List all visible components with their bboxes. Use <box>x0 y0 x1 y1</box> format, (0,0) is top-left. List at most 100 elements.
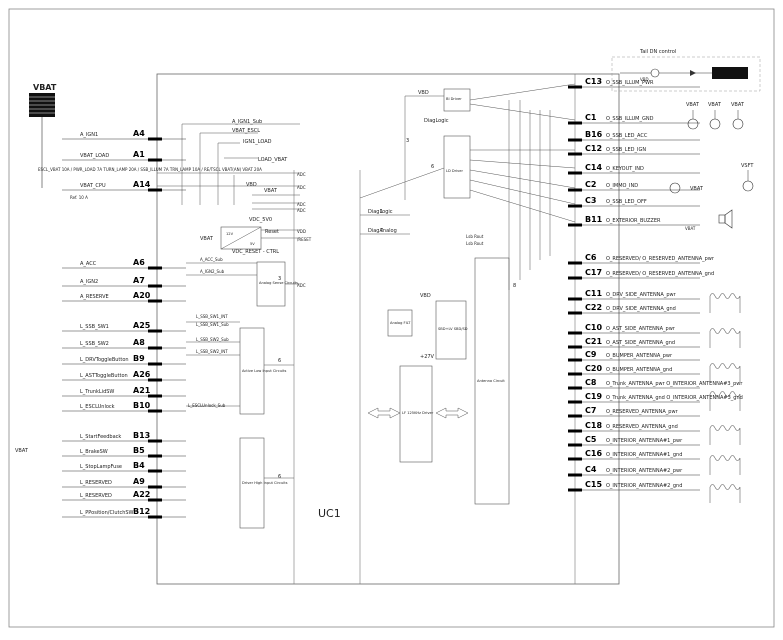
label-vbd-tail: VBD <box>640 77 649 82</box>
antenna-coils <box>709 293 741 503</box>
left-pin-signal: A_IGN1 <box>80 132 98 138</box>
sheet-border <box>8 8 775 628</box>
battery-label: VBAT <box>33 83 57 92</box>
right-pin-signal: O_SSB_ILLUM_GND <box>606 116 654 122</box>
left-pin-signal: VBAT_LOAD <box>80 153 109 159</box>
right-pin-signal: O_SSB_LED_IGN <box>606 147 646 153</box>
tail-dn-control <box>611 56 761 92</box>
label-plus27v: +27V <box>420 354 435 360</box>
module-outline <box>156 73 620 585</box>
block-ld-driver-label: LD Driver <box>446 169 463 173</box>
right-pin-signal: O_SSB_ILLUM_PWR <box>606 80 654 86</box>
label-ssb-sw1-int: L_SSB_SW1_INT <box>196 314 228 319</box>
right-pin-signal: O_BUMPER_ANTENNA_gnd <box>606 367 672 373</box>
right-pin-signal: O_INTERIOR_ANTENNA#1_pwr <box>606 438 683 444</box>
label-one: 1 <box>380 209 383 215</box>
right-pin-c17: C17 O_RESERVED/ O_RESERVED_ANTENNA_gnd <box>568 268 714 280</box>
label-vbat-left: VBAT <box>15 448 29 454</box>
left-pin-signal: A_RESERVE <box>80 294 109 300</box>
battery-symbol <box>29 93 55 188</box>
left-pin-signal: L_TrunkLidSW <box>80 389 114 395</box>
right-pin-signal: O_DRV_SIDE_ANTENNA_gnd <box>606 306 676 312</box>
left-pin-id: A4 <box>133 129 145 138</box>
label-escl-unlock-sub: L_ESCLUnlock_Sub <box>188 403 226 408</box>
internal-label-group: A_IGN1_Sub VBAT_ESCL IGN1_LOAD LOAD_VBAT… <box>15 77 754 480</box>
left-pin-id: A9 <box>133 477 145 486</box>
label-vbat-immo: VBAT <box>690 186 704 192</box>
left-pin-signal: A_ACC <box>80 261 97 267</box>
right-pin-id: C17 <box>585 268 602 277</box>
label-vbat-led1: VBAT <box>686 102 700 108</box>
left-pin-id: A25 <box>133 321 151 330</box>
left-pin-signal: L_PPosition/ClutchSW <box>80 510 134 516</box>
left-pin-signal: A_IGN2 <box>80 279 98 285</box>
block-bi-driver-label: BI Driver <box>446 97 462 101</box>
label-vbat-buzzer: VBAT <box>685 226 696 231</box>
fuse-note: ESCL_VBAT 10A / PWR_LOAD 7A TURN_LAMP 20… <box>38 167 262 172</box>
left-pin-a7: A7 A_IGN2 <box>62 276 186 288</box>
left-pin-id: A7 <box>133 276 145 285</box>
label-vbd-a: VBD <box>246 182 257 188</box>
right-pin-id: C20 <box>585 364 602 373</box>
label-six-b: 6 <box>278 474 281 480</box>
right-pin-signal: O_DRV_SIDE_ANTENNA_pwr <box>606 292 677 298</box>
label-adc2: ADC <box>297 185 306 190</box>
label-diag-logic: DiagLogic <box>368 209 393 215</box>
label-nreset: /RESET <box>297 237 312 242</box>
left-pin-a9: A9L_RESERVED <box>62 477 186 489</box>
left-pin-signal: L_RESERVED <box>80 493 112 499</box>
right-pin-id: C4 <box>585 465 597 474</box>
right-pin-id: C12 <box>585 144 602 153</box>
block-antenna-circuit <box>474 257 510 505</box>
label-adc1: ADC <box>297 172 306 177</box>
left-pin-signal: VBAT_CPU <box>80 183 106 189</box>
right-pin-id: C11 <box>585 289 602 298</box>
block-sbd-label: SBD+LV SBD/SD <box>438 327 468 331</box>
left-pin-id: A22 <box>133 490 150 499</box>
label-vbd-c: VBD <box>420 293 431 299</box>
label-vbat-led3: VBAT <box>731 102 745 108</box>
left-pin-a22: A22 L_RESERVED <box>62 490 186 502</box>
right-pin-signal: O_RESERVED/ O_RESERVED_ANTENNA_gnd <box>606 271 714 277</box>
right-pin-id: C18 <box>585 421 602 430</box>
right-pin-id: B11 <box>585 215 603 224</box>
block-driver-high-label: Driver High Input Circuits <box>242 481 288 485</box>
left-pin-id: B10 <box>133 401 151 410</box>
label-ign2-sub: A_IGN2_Sub <box>200 269 225 274</box>
block-active-low-label: Active Low Input Circuits <box>242 369 286 373</box>
right-pin-id: C9 <box>585 350 597 359</box>
left-pin-id: B5 <box>133 446 145 455</box>
left-pin-a20: A20 A_RESERVE <box>62 291 186 303</box>
right-pin-id: B16 <box>585 130 603 139</box>
left-pin-signal: L_SSB_SW2 <box>80 341 109 347</box>
label-reset-ctrl: VDC_RESET - CTRL <box>232 249 279 255</box>
label-adc3: ADC <box>297 202 306 207</box>
right-pin-id: C8 <box>585 378 597 387</box>
left-pin-id: A20 <box>133 291 151 300</box>
right-pin-id: C10 <box>585 323 602 332</box>
reg-5v: 5V <box>250 242 255 246</box>
label-vbat-left-reg: VBAT <box>200 236 214 242</box>
label-ign1-load: IGN1_LOAD <box>243 139 272 145</box>
label-ssb-sw2-int: L_SSB_SW2_INT <box>196 349 228 354</box>
right-pin-signal: O_KEYOUT_IND <box>606 166 644 172</box>
label-vsft: VSFT <box>741 163 754 169</box>
left-pin-signal: L_StopLampFuse <box>80 464 122 470</box>
block-analog-filt <box>387 309 413 337</box>
block-active-low <box>239 327 265 415</box>
block-analog-filt-label: Analog FILT <box>390 321 411 325</box>
label-vdc-5v0: VDC_5V0 <box>249 217 272 223</box>
